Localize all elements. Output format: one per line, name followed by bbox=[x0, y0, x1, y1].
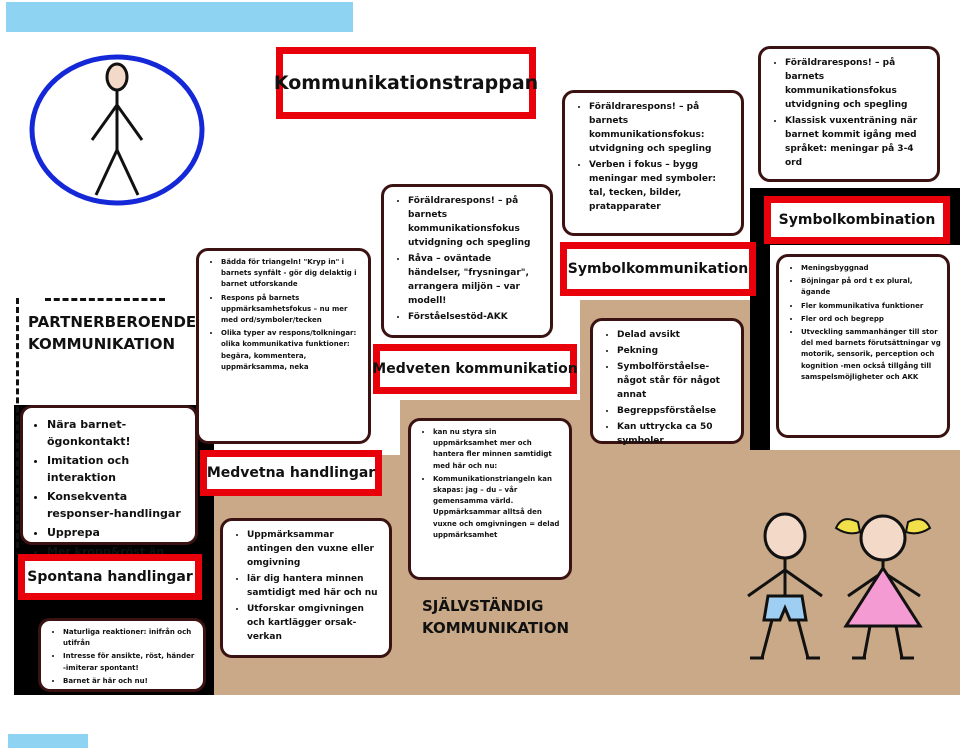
list-item: Olika typer av respons/tolkningar: olika… bbox=[221, 328, 362, 373]
list-item: Upprepa bbox=[47, 524, 187, 541]
list-item: Intresse för ansikte, röst, händer -imit… bbox=[63, 651, 197, 673]
step-title-medveten: Medveten kommunikation bbox=[372, 344, 578, 394]
parent-card-1: Nära barnet-ögonkontakt! Imitation och i… bbox=[20, 405, 198, 575]
list-item: Bädda för triangeln! "Kryp in" i barnets… bbox=[221, 257, 362, 291]
list-item: Utveckling sammanhänger till stor del me… bbox=[801, 327, 941, 383]
independent-label: SJÄLVSTÄNDIG KOMMUNIKATION bbox=[422, 597, 570, 637]
page-title: Kommunikationstrappan bbox=[274, 47, 538, 119]
list-item: Uppmärksammar antingen den vuxne eller o… bbox=[247, 529, 381, 571]
list-item: Fler ord och begrepp bbox=[801, 314, 941, 325]
parent-card-5: Föräldrarespons! – på barnets kommunikat… bbox=[758, 46, 940, 182]
partner-dashed-line bbox=[45, 298, 165, 301]
list-item: Klassisk vuxenträning när barnet kommit … bbox=[785, 115, 929, 171]
bottom-color-bar bbox=[8, 734, 88, 748]
list-item: Symbolförståelse- något står för något a… bbox=[617, 361, 733, 403]
list-item: Förståelsestöd-AKK bbox=[408, 311, 542, 325]
step-card-symbolkombination: Meningsbyggnad Böjningar på ord t ex plu… bbox=[776, 254, 950, 438]
list-item: lär dig hantera minnen samtidigt med här… bbox=[247, 573, 381, 601]
list-item: Kan uttrycka ca 50 symboler bbox=[617, 421, 733, 449]
list-item: Meningsbyggnad bbox=[801, 263, 941, 274]
parent-card-3: Föräldrarespons! – på barnets kommunikat… bbox=[381, 184, 553, 338]
list-item: kan nu styra sin uppmärksamhet mer och h… bbox=[433, 427, 563, 472]
girl-figure-icon bbox=[834, 514, 932, 660]
parent-card-2: Bädda för triangeln! "Kryp in" i barnets… bbox=[196, 248, 371, 444]
step-title-spontana: Spontana handlingar bbox=[18, 554, 202, 600]
top-color-bar bbox=[6, 2, 353, 32]
list-item: Pekning bbox=[617, 345, 733, 359]
step-card-spontana: Naturliga reaktioner: inifrån och utifrå… bbox=[38, 618, 206, 692]
list-item: Råva – oväntade händelser, "frysningar",… bbox=[408, 253, 542, 309]
step-card-medveten: kan nu styra sin uppmärksamhet mer och h… bbox=[408, 418, 572, 580]
list-item: Begreppsförståelse bbox=[617, 405, 733, 419]
list-item: Respons på barnets uppmärksamhetsfokus –… bbox=[221, 293, 362, 327]
list-item: Verben i fokus – bygg meningar med symbo… bbox=[589, 159, 733, 215]
list-item: Föräldrarespons! – på barnets kommunikat… bbox=[408, 195, 542, 251]
step-card-medvetna: Uppmärksammar antingen den vuxne eller o… bbox=[220, 518, 392, 658]
list-item: Barnet är här och nu! bbox=[63, 676, 197, 687]
list-item: Naturliga reaktioner: inifrån och utifrå… bbox=[63, 627, 197, 649]
list-item: Fler kommunikativa funktioner bbox=[801, 301, 941, 312]
list-item: Föräldrarespons! – på barnets kommunikat… bbox=[589, 101, 733, 157]
parent-card-4: Föräldrarespons! – på barnets kommunikat… bbox=[562, 90, 744, 236]
partner-dependent-label: PARTNERBEROENDE KOMMUNIKATION bbox=[28, 313, 197, 353]
list-item: Böjningar på ord t ex plural, ägande bbox=[801, 276, 941, 298]
list-item: Kommunikationstriangeln kan skapas: jag … bbox=[433, 474, 563, 541]
partner-dashed-vertical bbox=[16, 298, 19, 548]
list-item: Delad avsikt bbox=[617, 329, 733, 343]
list-item: Konsekventa responser-handlingar bbox=[47, 488, 187, 522]
step-title-symbolkommunikation: Symbolkommunikation bbox=[560, 242, 756, 296]
step-title-medvetna: Medvetna handlingar bbox=[200, 450, 382, 496]
step-title-symbolkombination: Symbolkombination bbox=[764, 196, 950, 244]
list-item: Utforskar omgivningen och kartlägger ors… bbox=[247, 603, 381, 645]
list-item: Nära barnet-ögonkontakt! bbox=[47, 416, 187, 450]
list-item: Imitation och interaktion bbox=[47, 452, 187, 486]
person-in-circle-icon bbox=[29, 54, 205, 206]
boy-figure-icon bbox=[747, 512, 823, 660]
list-item: Föräldrarespons! – på barnets kommunikat… bbox=[785, 57, 929, 113]
step-card-symbolkommunikation: Delad avsikt Pekning Symbolförståelse- n… bbox=[590, 318, 744, 446]
